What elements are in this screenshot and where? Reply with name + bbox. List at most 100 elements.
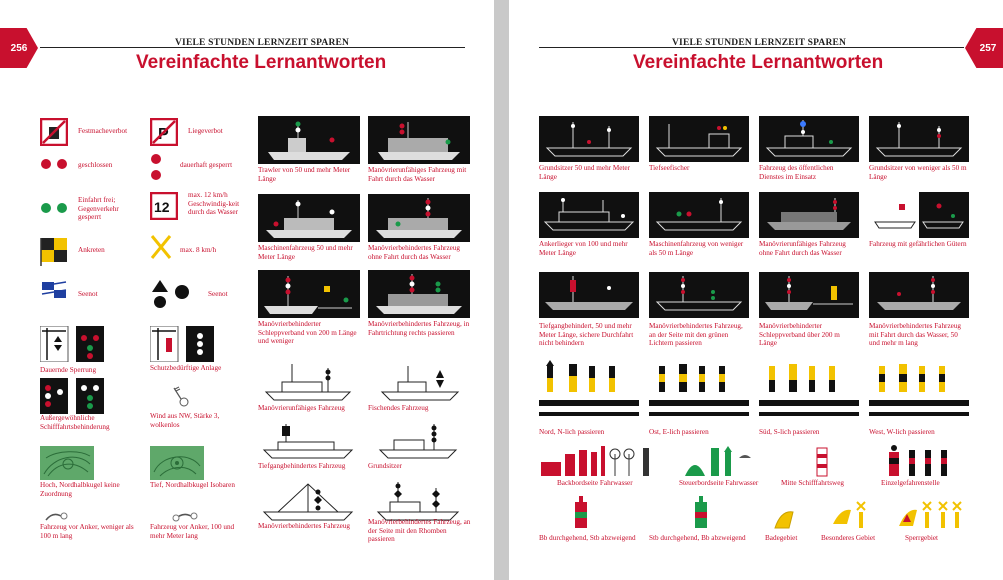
vessel-caption: Manövrierbehindertes Fahrzeug mit Fahrt … <box>869 322 962 348</box>
vessel-caption: Manövrierbehindertes Fahrzeug <box>258 522 351 530</box>
sign-caption: Schutzbedürftige Anlage <box>150 364 222 372</box>
sign-caption: Hoch, Nordhalbkugel keine Zuordnung <box>40 481 120 498</box>
sign-caption: Seenot <box>208 290 228 298</box>
vessel-caption: Ankerlieger von 100 und mehr Meter Länge <box>539 240 628 257</box>
sign-caption: max. 8 km/h <box>180 246 217 254</box>
vessel-caption: Manövrierbehinderter Schleppverband über… <box>759 322 840 348</box>
vessel-caption: Manövrierbehindertes Fahrzeug, an der Se… <box>649 322 743 348</box>
running-head: VIELE STUNDEN LERNZEIT SPAREN <box>175 38 350 48</box>
sign-caption: Tief, Nordhalbkugel Isobaren <box>150 481 235 489</box>
anchor-lights-icon <box>172 512 198 522</box>
vessel-night-photo <box>368 270 470 318</box>
sign-caption: Wind aus NW, Stärke 3, wolkenlos <box>150 412 220 429</box>
vessel-day-sketch <box>258 418 358 462</box>
buoy-caption: Mitte Schifffahrtsweg <box>781 479 845 487</box>
vessel-night-photo <box>539 192 639 238</box>
vessel-night-photo <box>759 272 859 318</box>
starboard-side-buoys-icon <box>685 446 751 476</box>
sign-caption: geschlossen <box>78 161 113 169</box>
vessel-caption: Manövrierbehinderter Schleppverband von … <box>258 320 357 346</box>
cardinal-west-icon <box>869 364 969 416</box>
speed-limit-sign-icon: 12 <box>150 192 178 220</box>
vessel-caption: Maschinenfahrzeug von weniger als 50 m L… <box>649 240 744 257</box>
sign-caption: Dauernde Sperrung <box>40 366 97 374</box>
buoy-caption: Besonderes Gebiet <box>821 534 876 542</box>
page-title: Vereinfachte Lernantworten <box>136 52 387 73</box>
restricted-area-buoys-icon <box>899 501 962 528</box>
sign-caption: max. 12 km/h Geschwindig-keit durch das … <box>188 191 240 217</box>
cardinal-caption: Süd, S-lich passieren <box>759 428 820 436</box>
sign-caption: Außergewöhnliche Schifffahrtsbehinderung <box>40 414 110 431</box>
sign-caption: Ankreten <box>78 246 105 254</box>
cross-sign-icon <box>150 235 172 259</box>
vessel-caption: Trawler von 50 und mehr Meter Länge <box>258 166 351 183</box>
vessel-night-photo <box>649 116 749 162</box>
signal-flag-icon <box>40 238 67 266</box>
vessel-caption: Tiefgangbehindertes Fahrzeug <box>258 462 346 470</box>
vessel-night-photo <box>368 116 470 164</box>
vessel-caption: Manövrierunfähiges Fahrzeug mit Fahrt du… <box>368 166 467 183</box>
sign-caption: Liegeverbot <box>188 127 223 135</box>
vessel-caption: Manövrierbehindertes Fahrzeug, an der Se… <box>368 518 471 544</box>
preferred-channel-starboard-buoy-icon <box>695 496 707 528</box>
vessel-caption: Fischendes Fahrzeug <box>368 404 429 412</box>
cardinal-caption: West, W-lich passieren <box>869 428 935 436</box>
buoy-caption: Sperrgebiet <box>905 534 938 542</box>
svg-text:P: P <box>158 126 169 143</box>
vessel-caption: Fahrzeug mit gefährlichen Gütern <box>869 240 967 248</box>
sign-caption: Einfahrt frei; Gegenverkehr gesperrt <box>78 196 119 222</box>
vessel-night-photo <box>258 116 360 164</box>
isolated-danger-buoys-icon <box>889 445 947 476</box>
buoy-caption: Einzelgefahrenstelle <box>881 479 940 487</box>
vessel-day-sketch <box>258 360 358 404</box>
vessel-night-photo <box>539 272 639 318</box>
cardinal-caption: Ost, E-lich passieren <box>649 428 709 436</box>
cardinal-east-icon <box>649 364 749 416</box>
buoy-caption: Steuerbordseite Fahrwasser <box>679 479 759 487</box>
vessel-night-photo <box>869 116 969 162</box>
sign-caption: Fahrzeug vor Anker, weniger als 100 m la… <box>40 523 134 540</box>
vessel-night-photo <box>649 192 749 238</box>
vessel-night-photo <box>258 270 360 318</box>
entry-free-lights-icon <box>41 203 67 213</box>
vessel-night-photo <box>759 116 859 162</box>
cardinal-north-icon <box>539 360 639 416</box>
vessel-night-photo <box>649 272 749 318</box>
wind-symbol-icon <box>173 386 189 407</box>
anchor-light-icon <box>45 512 68 521</box>
page-number: 257 <box>979 42 997 54</box>
vessel-day-sketch <box>258 478 358 522</box>
closed-lights-icon <box>41 159 67 169</box>
page-number: 256 <box>10 42 28 54</box>
vessel-caption: Manövrierunfähiges Fahrzeug ohne Fahrt d… <box>759 240 846 257</box>
distress-flag-icon <box>41 281 67 298</box>
buoy-caption: Stb durchgehend, Bb abzweigend <box>649 534 746 542</box>
no-mooring-sign-icon <box>40 118 68 146</box>
buoy-caption: Badegebiet <box>765 534 798 542</box>
protected-installation-signals-icon <box>150 326 214 362</box>
permanent-closure-signals-icon <box>40 326 104 362</box>
vessel-day-sketch <box>368 360 468 404</box>
weather-map-high-icon <box>40 446 94 480</box>
vessel-caption: Grundsitzer von weniger als 50 m Länge <box>869 164 967 181</box>
page-number-tab: 256 <box>0 28 38 68</box>
left-page: 256 VIELE STUNDEN LERNZEIT SPAREN Verein… <box>0 0 494 580</box>
no-anchoring-sign-icon: P <box>150 118 178 146</box>
buoy-caption: Backbordseite Fahrwasser <box>557 479 633 487</box>
vessel-caption: Tiefseefischer <box>649 164 690 172</box>
vessel-caption: Manövrierunfähiges Fahrzeug <box>258 404 345 412</box>
vessel-caption: Maschinenfahrzeug 50 und mehr Meter Läng… <box>258 244 353 261</box>
svg-text:12: 12 <box>154 199 170 215</box>
buoy-caption: Bb durchgehend, Stb abzweigend <box>539 534 636 542</box>
page-number-tab: 257 <box>965 28 1003 68</box>
vessel-day-night-photo <box>869 192 969 238</box>
vessel-caption: Manövrierbehindertes Fahrzeug, in Fahrtr… <box>368 320 470 337</box>
vessel-caption: Grundsitzer <box>368 462 402 470</box>
header-rule <box>40 47 465 48</box>
sign-caption: Fahrzeug vor Anker, 100 und mehr Meter l… <box>150 523 235 540</box>
weather-map-low-icon <box>150 446 204 480</box>
running-head: VIELE STUNDEN LERNZEIT SPAREN <box>672 38 847 48</box>
permanently-closed-lights-icon <box>151 154 161 180</box>
header-rule <box>539 47 964 48</box>
sign-caption: Festmacheverbot <box>78 127 128 135</box>
